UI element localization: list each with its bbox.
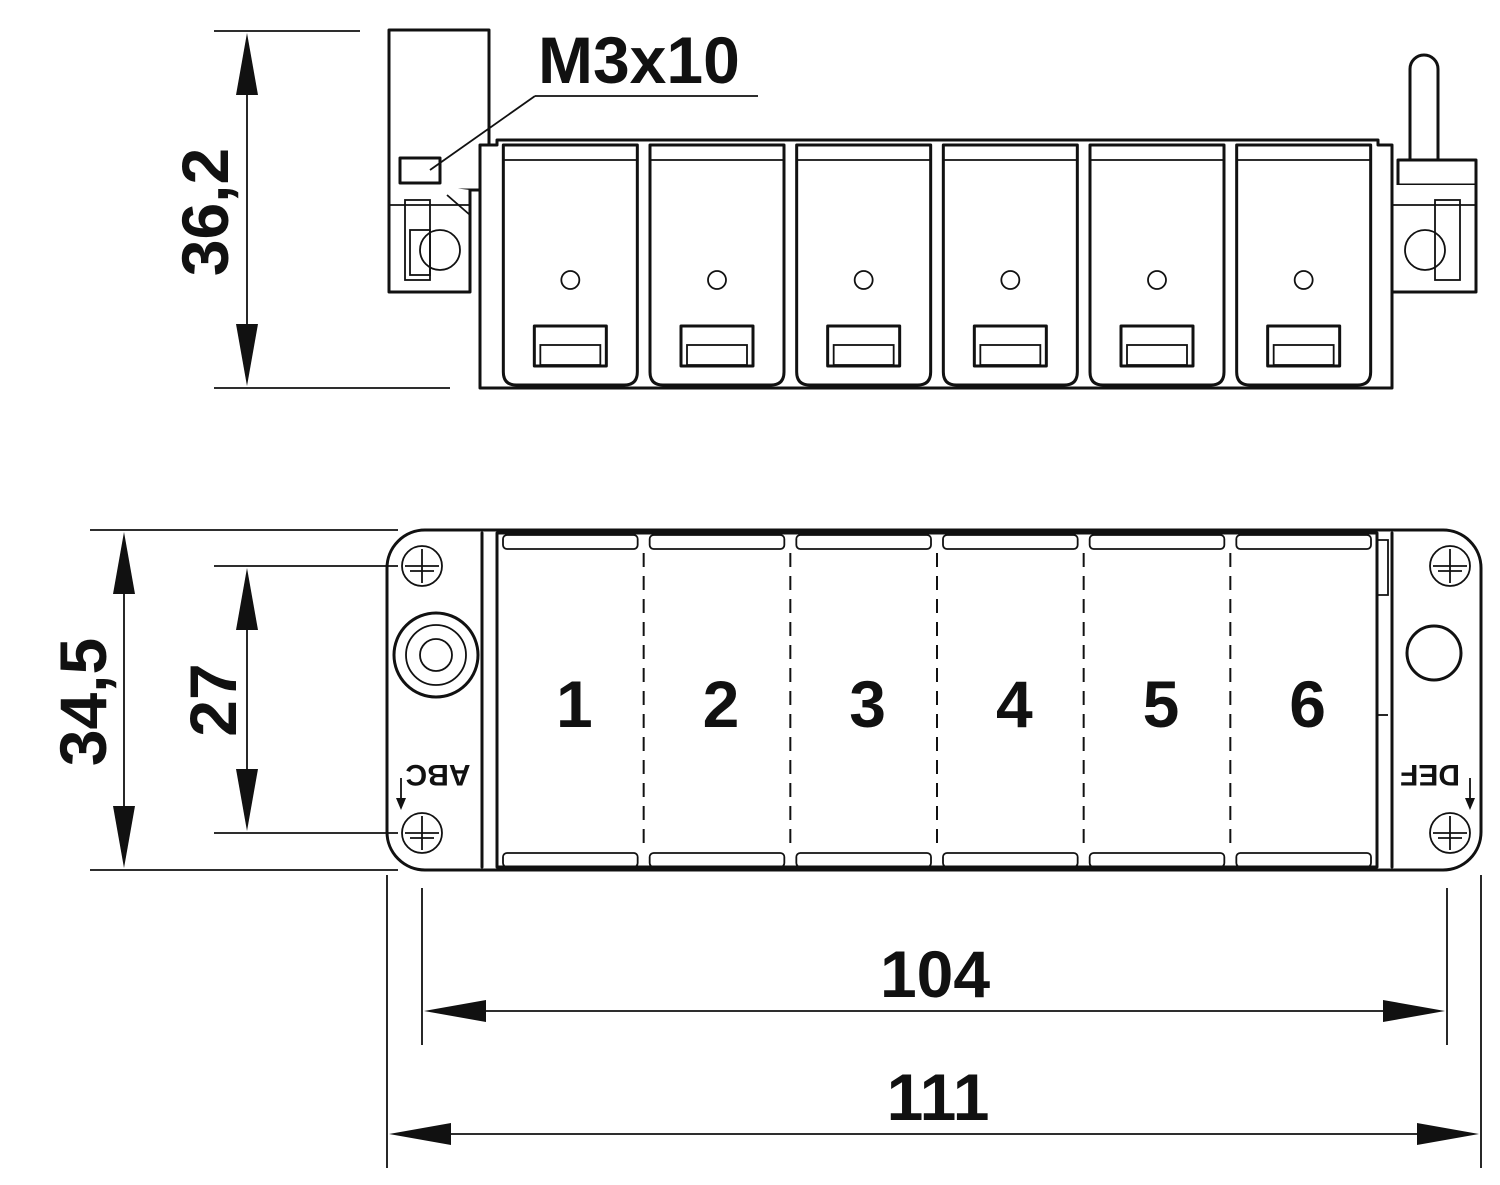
depth-inner-label: 27: [176, 663, 250, 736]
position-label: 6: [1289, 667, 1326, 741]
left-end: ABC: [392, 545, 480, 854]
plan-module: [1082, 534, 1226, 868]
screw-leader: [429, 95, 536, 171]
width-outer-label: 111: [887, 1060, 990, 1134]
arrow-right-icon: [1383, 1000, 1445, 1022]
screw-icon: [401, 812, 443, 854]
plan-view: 1 2 3 4 5 6 ABC: [46, 528, 1483, 1168]
frame-outline: [385, 528, 1483, 872]
position-labels: 1 2 3 4 5 6: [556, 667, 1326, 741]
plan-module-grid: [502, 534, 1372, 868]
right-notch-top: [1377, 539, 1389, 596]
position-label: 5: [1143, 667, 1180, 741]
hole-icon: [560, 270, 581, 290]
position-label: 1: [556, 667, 593, 741]
hole-icon: [1405, 624, 1463, 682]
arrow-down-icon: [236, 769, 258, 831]
latch: [679, 324, 755, 368]
arrow-left-icon: [389, 1123, 451, 1145]
hole-icon: [1000, 270, 1021, 290]
latch: [1119, 324, 1195, 368]
plan-module: [502, 534, 639, 868]
side-view: 36,2 M3x10: [168, 23, 1478, 390]
side-module: [648, 143, 786, 387]
side-module: [795, 143, 933, 387]
position-label: 4: [996, 667, 1033, 741]
latch: [972, 324, 1048, 368]
arrow-left-icon: [424, 1000, 486, 1022]
side-module: [501, 143, 639, 387]
width-inner-label: 104: [880, 937, 990, 1011]
depth-outer-label: 34,5: [46, 638, 120, 766]
module-row: [501, 143, 1373, 387]
arrow-right-icon: [1417, 1123, 1479, 1145]
right-bracket: [1390, 53, 1478, 294]
position-label: 2: [703, 667, 740, 741]
plan-module: [789, 534, 932, 868]
arrow-up-icon: [113, 532, 135, 594]
screw-icon: [1429, 545, 1471, 587]
hole-icon: [1293, 270, 1314, 290]
screw-icon: [401, 545, 443, 587]
side-module: [941, 143, 1079, 387]
screw-label: M3x10: [538, 23, 740, 97]
latch: [1266, 324, 1342, 368]
hole-icon: [853, 270, 874, 290]
left-bracket: [387, 28, 491, 294]
position-label: 3: [849, 667, 886, 741]
hole-icon: [707, 270, 727, 290]
plan-module: [642, 534, 786, 868]
side-module: [1235, 143, 1373, 387]
height-label: 36,2: [168, 148, 242, 276]
left-coding-label: ABC: [406, 758, 471, 791]
insert-area: [495, 531, 1379, 869]
arrow-up-icon: [236, 568, 258, 630]
arrow-down-icon: [236, 324, 258, 386]
right-coding-label: DEF: [1400, 758, 1460, 791]
arrow-down-icon: [113, 806, 135, 868]
screw-icon: [1429, 812, 1471, 854]
right-end: DEF: [1400, 545, 1475, 854]
plan-module: [1229, 534, 1372, 868]
coding-pin-icon: [392, 611, 480, 699]
latch: [532, 324, 608, 368]
plan-module: [936, 534, 1079, 868]
arrow-up-icon: [236, 33, 258, 95]
side-module: [1088, 143, 1226, 387]
hole-icon: [1147, 270, 1167, 290]
latch: [826, 324, 902, 368]
